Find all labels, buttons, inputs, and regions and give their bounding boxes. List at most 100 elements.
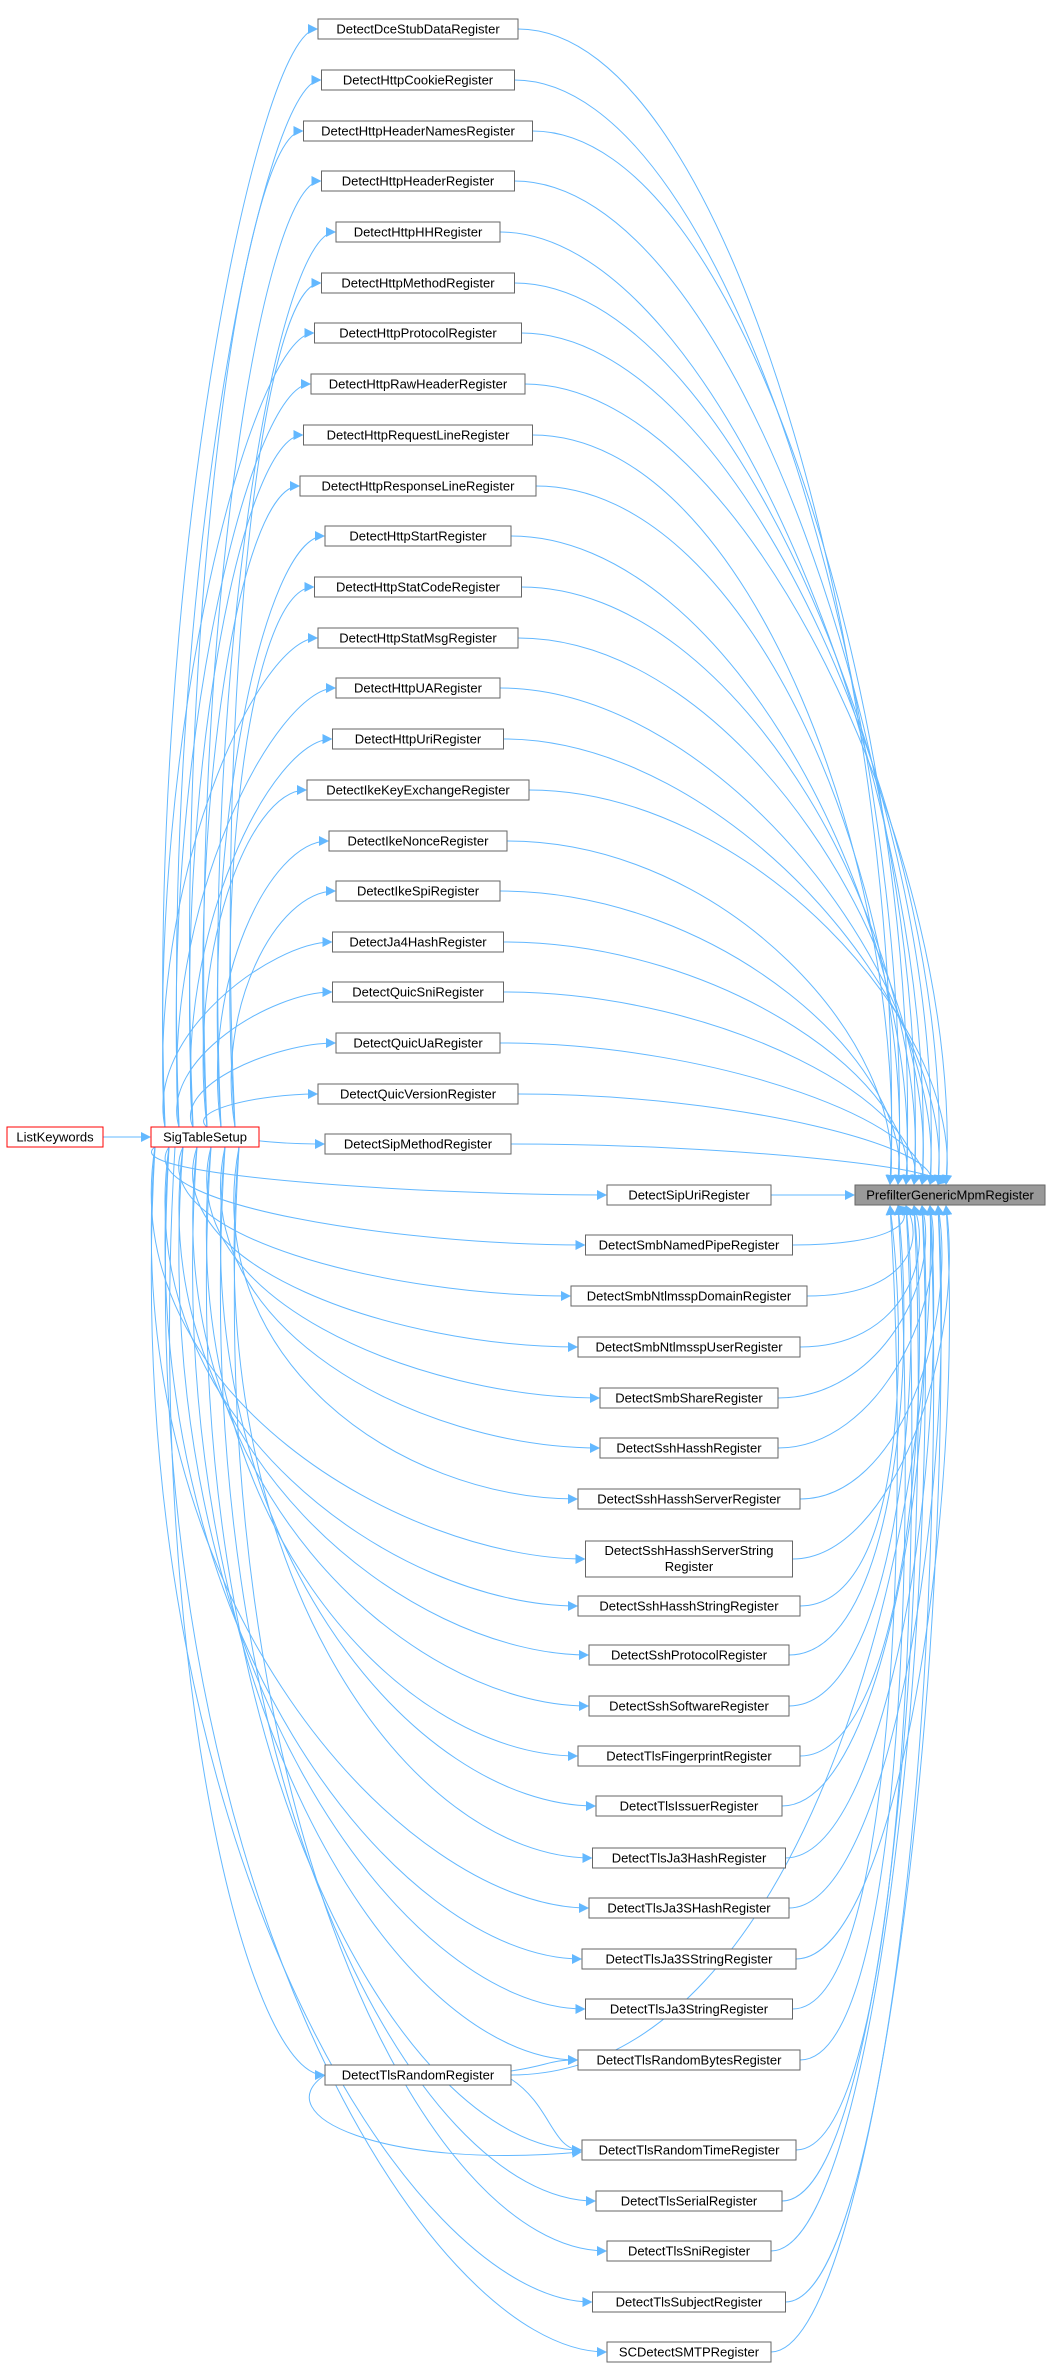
edge-left-17-to-target (499, 890, 905, 1185)
node-right-19[interactable]: DetectTlsSerialRegister (595, 2190, 783, 2212)
edge-sig-to-right-11 (205, 1146, 578, 1761)
node-label: DetectHttpMethodRegister (341, 276, 495, 291)
node-right-9[interactable]: DetectSshProtocolRegister (588, 1644, 790, 1666)
node-label: DetectIkeNonceRegister (348, 834, 490, 849)
node-left-16[interactable]: DetectIkeNonceRegister (328, 830, 508, 852)
edge-left-20-to-target (499, 1042, 930, 1185)
edge-right-9-to-target (788, 1205, 905, 1656)
edge-sig-to-right-5 (220, 1146, 600, 1453)
edge-sig-to-right-13 (233, 1146, 593, 1863)
node-box (306, 779, 530, 801)
node-right-1[interactable]: DetectSmbNamedPipeRegister (585, 1234, 793, 1256)
node-left-21[interactable]: DetectQuicVersionRegister (317, 1083, 519, 1105)
node-box (577, 1336, 801, 1358)
edge-sig-to-left-4 (217, 227, 336, 1128)
node-right-16[interactable]: DetectTlsJa3StringRegister (585, 1998, 793, 2020)
node-right-2[interactable]: DetectSmbNtlmsspDomainRegister (570, 1285, 808, 1307)
node-left-11[interactable]: DetectHttpStatCodeRegister (314, 576, 522, 598)
node-box (299, 475, 537, 497)
node-right-5[interactable]: DetectSshHasshRegister (599, 1437, 779, 1459)
node-right-8[interactable]: DetectSshHasshStringRegister (577, 1595, 801, 1617)
node-right-18[interactable]: DetectTlsRandomTimeRegister (581, 2139, 797, 2161)
edge-sig-to-right-12 (220, 1146, 596, 1811)
node-box (577, 1745, 801, 1767)
node-box (303, 120, 533, 142)
edge-sig-to-right-6 (233, 1146, 578, 1504)
node-left-22[interactable]: DetectSipMethodRegister (324, 1133, 512, 1155)
node-label: ListKeywords (16, 1130, 94, 1145)
node-box (317, 1083, 519, 1105)
node-left-15[interactable]: DetectIkeKeyExchangeRegister (306, 779, 530, 801)
node-label: DetectSipUriRegister (628, 1188, 750, 1203)
node-right-6[interactable]: DetectSshHasshServerRegister (577, 1488, 801, 1510)
node-right-21[interactable]: DetectTlsSubjectRegister (592, 2291, 786, 2313)
edge-left-9-to-target (535, 485, 904, 1185)
node-label: DetectSmbNtlmsspUserRegister (595, 1340, 783, 1355)
edge-right-19-to-target (781, 1205, 920, 2202)
node-left-4[interactable]: DetectHttpHHRegister (335, 221, 501, 243)
node-right-14[interactable]: DetectTlsJa3SHashRegister (588, 1897, 790, 1919)
node-left-5[interactable]: DetectHttpMethodRegister (321, 272, 515, 294)
node-left-0[interactable]: DetectDceStubDataRegister (317, 18, 519, 40)
node-left-19[interactable]: DetectQuicSniRegister (332, 981, 504, 1003)
node-box (303, 424, 533, 446)
node-tls-random[interactable]: DetectTlsRandomRegister (324, 2064, 512, 2086)
node-label: DetectTlsRandomRegister (342, 2068, 495, 2083)
edge-sig-to-right-8 (164, 1146, 578, 1611)
node-label: DetectTlsJa3SStringRegister (606, 1952, 774, 1967)
node-right-4[interactable]: DetectSmbShareRegister (599, 1387, 779, 1409)
node-right-12[interactable]: DetectTlsIssuerRegister (595, 1795, 783, 1817)
node-left-3[interactable]: DetectHttpHeaderRegister (321, 170, 515, 192)
node-box (606, 2240, 772, 2262)
node-right-10[interactable]: DetectSshSoftwareRegister (588, 1695, 790, 1717)
node-left-8[interactable]: DetectHttpRequestLineRegister (303, 424, 533, 446)
node-box (606, 2341, 772, 2363)
node-box (570, 1285, 808, 1307)
node-right-17[interactable]: DetectTlsRandomBytesRegister (577, 2049, 801, 2071)
node-left-17[interactable]: DetectIkeSpiRegister (335, 880, 501, 902)
node-left-6[interactable]: DetectHttpProtocolRegister (314, 322, 522, 344)
node-left-12[interactable]: DetectHttpStatMsgRegister (317, 627, 519, 649)
node-right-15[interactable]: DetectTlsJa3SStringRegister (581, 1948, 797, 1970)
node-sig-table-setup[interactable]: SigTableSetup (150, 1126, 260, 1148)
node-right-0[interactable]: DetectSipUriRegister (606, 1184, 772, 1206)
node-left-2[interactable]: DetectHttpHeaderNamesRegister (303, 120, 533, 142)
node-left-10[interactable]: DetectHttpStartRegister (324, 525, 512, 547)
edge-right-12-to-target (781, 1205, 928, 1807)
node-box (588, 1644, 790, 1666)
edge-sig-to-left-10 (216, 531, 325, 1128)
node-target[interactable]: PrefilterGenericMpmRegister (854, 1184, 1046, 1206)
edge-right-4-to-target (777, 1205, 930, 1399)
edge-right-22-to-target (770, 1205, 944, 2353)
node-left-14[interactable]: DetectHttpUriRegister (332, 728, 504, 750)
edge-sig-to-right-14 (150, 1146, 589, 1913)
node-right-22[interactable]: SCDetectSMTPRegister (606, 2341, 772, 2363)
edge-sig-to-left-18 (162, 937, 333, 1128)
node-left-18[interactable]: DetectJa4HashRegister (332, 931, 504, 953)
node-right-11[interactable]: DetectTlsFingerprintRegister (577, 1745, 801, 1767)
node-left-1[interactable]: DetectHttpCookieRegister (321, 69, 515, 91)
node-left-7[interactable]: DetectHttpRawHeaderRegister (310, 373, 526, 395)
node-label: DetectHttpCookieRegister (343, 73, 494, 88)
edge-right-5-to-target (777, 1205, 937, 1449)
node-box (324, 525, 512, 547)
node-right-20[interactable]: DetectTlsSniRegister (606, 2240, 772, 2262)
node-right-3[interactable]: DetectSmbNtlmsspUserRegister (577, 1336, 801, 1358)
node-right-13[interactable]: DetectTlsJa3HashRegister (592, 1847, 786, 1869)
node-left-13[interactable]: DetectHttpUARegister (335, 677, 501, 699)
edge-sig-to-left-12 (162, 633, 318, 1128)
node-box (585, 1540, 793, 1578)
edge-sig-to-left-19 (176, 987, 333, 1128)
node-left-20[interactable]: DetectQuicUaRegister (335, 1032, 501, 1054)
node-box (150, 1126, 260, 1148)
edge-sig-to-right-3 (192, 1146, 578, 1352)
node-list-keywords[interactable]: ListKeywords (6, 1126, 104, 1148)
edges-layer (103, 24, 953, 2357)
node-left-9[interactable]: DetectHttpResponseLineRegister (299, 475, 537, 497)
node-box (592, 2291, 786, 2313)
node-box (324, 1133, 512, 1155)
node-box (332, 728, 504, 750)
node-box (6, 1126, 104, 1148)
